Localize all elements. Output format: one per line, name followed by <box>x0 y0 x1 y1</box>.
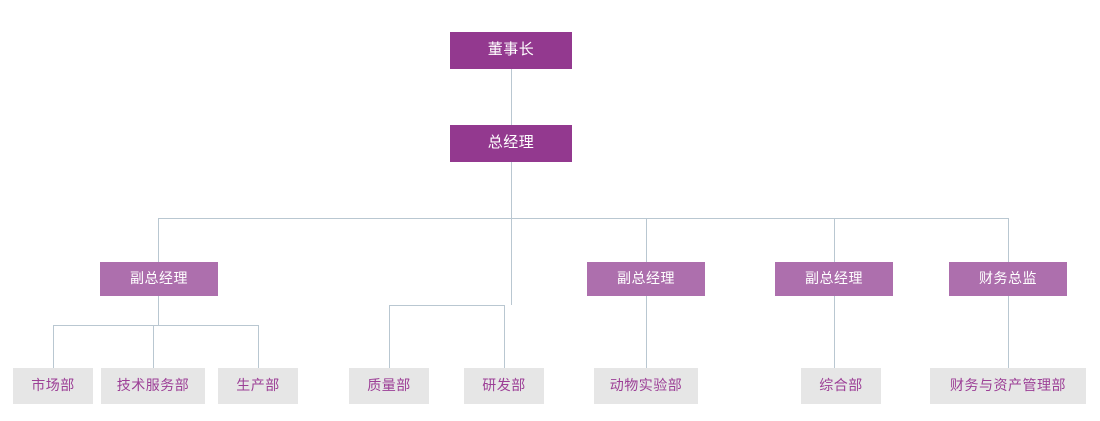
node-chairman[interactable]: 董事长 <box>450 32 572 69</box>
node-animal-lab-department[interactable]: 动物实验部 <box>594 368 698 404</box>
node-vice-general-manager-2[interactable]: 副总经理 <box>587 262 705 296</box>
node-production-department[interactable]: 生产部 <box>218 368 298 404</box>
connector-vp1-drop <box>158 296 159 325</box>
connector-vp1-bus <box>53 325 259 326</box>
connector-bus-to-vp3 <box>834 218 835 262</box>
connector-mid-to-rnd <box>504 305 505 368</box>
connector-mid-to-quality <box>389 305 390 368</box>
node-rnd-department[interactable]: 研发部 <box>464 368 544 404</box>
connector-level3-bus <box>158 218 1009 219</box>
node-marketing-department[interactable]: 市场部 <box>13 368 93 404</box>
connector-vp1-to-tech-service <box>153 325 154 368</box>
connector-vp2-to-animal-lab <box>646 296 647 368</box>
node-vice-general-manager-3[interactable]: 副总经理 <box>775 262 893 296</box>
connector-bus-to-vp1 <box>158 218 159 262</box>
connector-bus-to-vp2 <box>646 218 647 262</box>
connector-gm-center-to-subbus <box>511 218 512 305</box>
node-general-affairs-department[interactable]: 综合部 <box>801 368 881 404</box>
node-vice-general-manager-1[interactable]: 副总经理 <box>100 262 218 296</box>
connector-chairman-to-gm <box>511 69 512 125</box>
node-general-manager[interactable]: 总经理 <box>450 125 572 162</box>
node-finance-director[interactable]: 财务总监 <box>949 262 1067 296</box>
connector-vp3-to-general-affairs <box>834 296 835 368</box>
connector-cfo-to-finance-asset <box>1008 296 1009 368</box>
node-finance-asset-management-department[interactable]: 财务与资产管理部 <box>930 368 1086 404</box>
connector-vp1-to-marketing <box>53 325 54 368</box>
connector-vp1-to-production <box>258 325 259 368</box>
connector-bus-to-cfo <box>1008 218 1009 262</box>
node-technical-service-department[interactable]: 技术服务部 <box>101 368 205 404</box>
connector-gm-drop-to-bus <box>511 162 512 219</box>
node-quality-department[interactable]: 质量部 <box>349 368 429 404</box>
connector-mid-bus <box>389 305 505 306</box>
